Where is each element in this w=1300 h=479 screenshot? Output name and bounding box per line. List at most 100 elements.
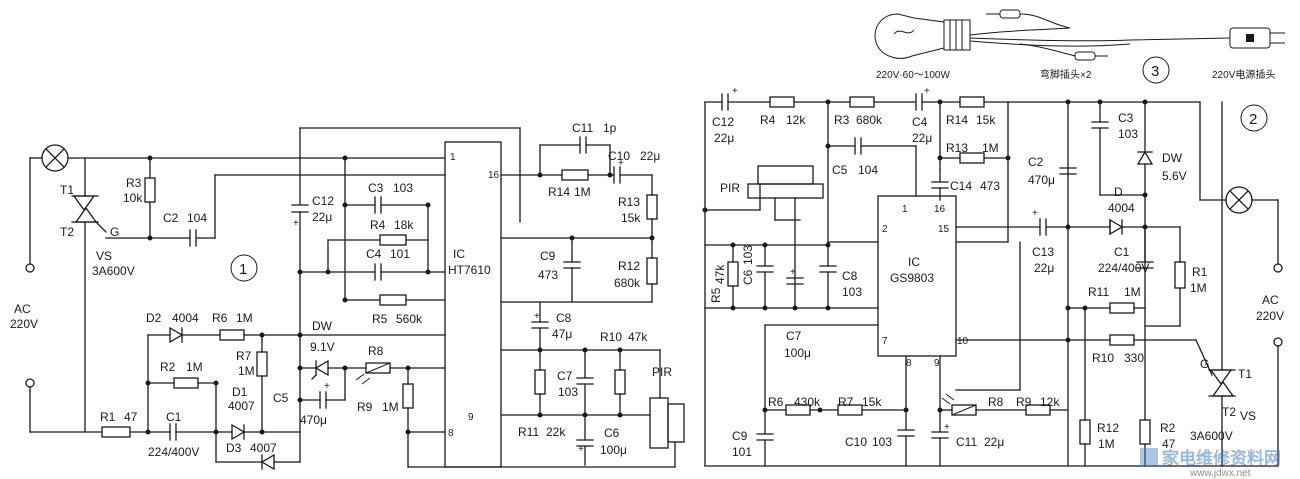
watermark-logo-icon [1140,448,1158,466]
c1-2-value: 224/400V [1098,261,1149,275]
r5-2-label: R5 [709,287,723,303]
r13-2-label: R13 [946,141,968,155]
d3-value: 4007 [250,441,277,455]
d2-value: 4004 [172,311,199,325]
r6-label: R6 [212,311,228,325]
c9-2-label: C9 [732,429,748,443]
r12-value: 680k [614,276,641,290]
triac2-part: 3A600V [1190,429,1233,443]
ic-pin-1: 1 [450,152,456,163]
pir-sensor-2 [747,165,824,199]
r13-label: R13 [618,195,640,209]
r12-label: R12 [618,259,640,273]
r11-label: R11 [518,425,539,439]
r9-2-label: R9 [1016,395,1032,409]
ac-voltage-2: 220V [1256,309,1284,323]
d2-label: D2 [146,311,162,325]
r1-label: R1 [100,410,116,424]
triac-t2-label: T2 [60,225,74,239]
ic-pin-9: 9 [468,412,474,423]
c11-2-label: C11 [956,435,977,449]
c13-2-value: 22μ [1034,261,1054,275]
dw-label: DW [312,319,333,333]
triac-vs [71,157,107,433]
svg-text:+: + [924,86,930,97]
diode-d3 [260,453,275,471]
d-2-label: D [1114,185,1123,199]
lamp-symbol [41,144,69,172]
triac-gate-label: G [110,225,119,239]
ic-pin-16: 16 [488,170,500,181]
ic-2-pin-2: 2 [882,224,888,235]
c13-2-label: C13 [1032,245,1054,259]
c3-label: C3 [368,181,384,195]
marker-2-text: 2 [1249,111,1257,128]
r9-label: R9 [357,400,373,414]
accessory-drawing: 220V·60～100W 弯脚插头×2 220V电源插头 3 [874,9,1285,84]
r3-2-label: R3 [834,113,850,127]
r7-2-value: 15k [862,395,882,409]
resistor-r2-2 [1139,419,1151,445]
resistor-r4-2 [769,96,795,108]
zener-dw [314,359,329,377]
r10-value: 47k [628,330,648,344]
resistor-r1 [101,426,131,438]
c6-value: 100μ [600,443,627,457]
ac-label-1: AC [14,302,31,316]
c14-2-value: 473 [980,179,1000,193]
triac2-t1: T1 [1238,367,1252,381]
r10-label: R10 [600,330,622,344]
resistor-r6 [219,329,245,341]
r5-2-value: 47k [713,264,727,284]
clip-plug-icon [986,9,1108,61]
ic-label: IC [453,247,465,261]
c9-label: C9 [540,249,556,263]
c2-2-label: C2 [1028,155,1044,169]
c3-2-value: 103 [1118,127,1138,141]
triac2-name: VS [1240,409,1256,423]
r5-value: 560k [396,312,423,326]
r10-2-value: 330 [1124,351,1144,365]
ic-2-pin-9: 9 [934,358,940,369]
c2-value: 104 [187,211,207,225]
resistor-r7 [256,351,268,377]
svg-text:+: + [293,218,299,229]
r1-value: 47 [124,410,138,424]
c4-value: 101 [390,247,410,261]
r14-label: R14 [548,185,570,199]
svg-text:+: + [732,86,738,97]
c5-2-value: 104 [858,163,878,177]
triac-part: 3A600V [92,264,135,278]
ic-pin-8: 8 [448,428,454,439]
r2-value: 1M [186,360,203,374]
d3-label: D3 [226,441,242,455]
ic-part: HT7610 [448,263,491,277]
r2-2-label: R2 [1160,421,1176,435]
c5-label: C5 [273,391,289,405]
r6-value: 1M [236,311,253,325]
resistor-r4 [379,234,407,246]
resistor-r10 [614,369,626,395]
ac-terminal-bottom [25,378,35,388]
c12-label: C12 [312,194,334,208]
resistor-r14-2 [959,96,985,108]
c11-2-value: 22μ [984,435,1004,449]
ic-2-pin-1: 1 [902,204,908,215]
c1-value: 224/400V [148,445,199,459]
power-plug-icon [1229,27,1285,49]
clip-spec-label: 弯脚插头×2 [1040,68,1092,81]
c2-label: C2 [163,211,179,225]
watermark-text: 家电维修资料网 [1162,448,1281,469]
ac-terminal-2-top [1273,263,1283,273]
lamp-spec-label: 220V·60～100W [876,70,950,81]
resistor-r2 [173,377,199,389]
r7-value: 1M [238,364,255,378]
diode-d-2 [1109,218,1124,236]
r5-label: R5 [372,312,388,326]
c10-label: C10 [608,149,630,163]
c12-value: 22μ [312,210,332,224]
circuit-2: + C12 22μ R4 12k R3 680k + C4 22μ R14 15… [702,86,1284,467]
dw-2-label: DW [1162,151,1183,165]
triac-name: VS [96,249,112,263]
